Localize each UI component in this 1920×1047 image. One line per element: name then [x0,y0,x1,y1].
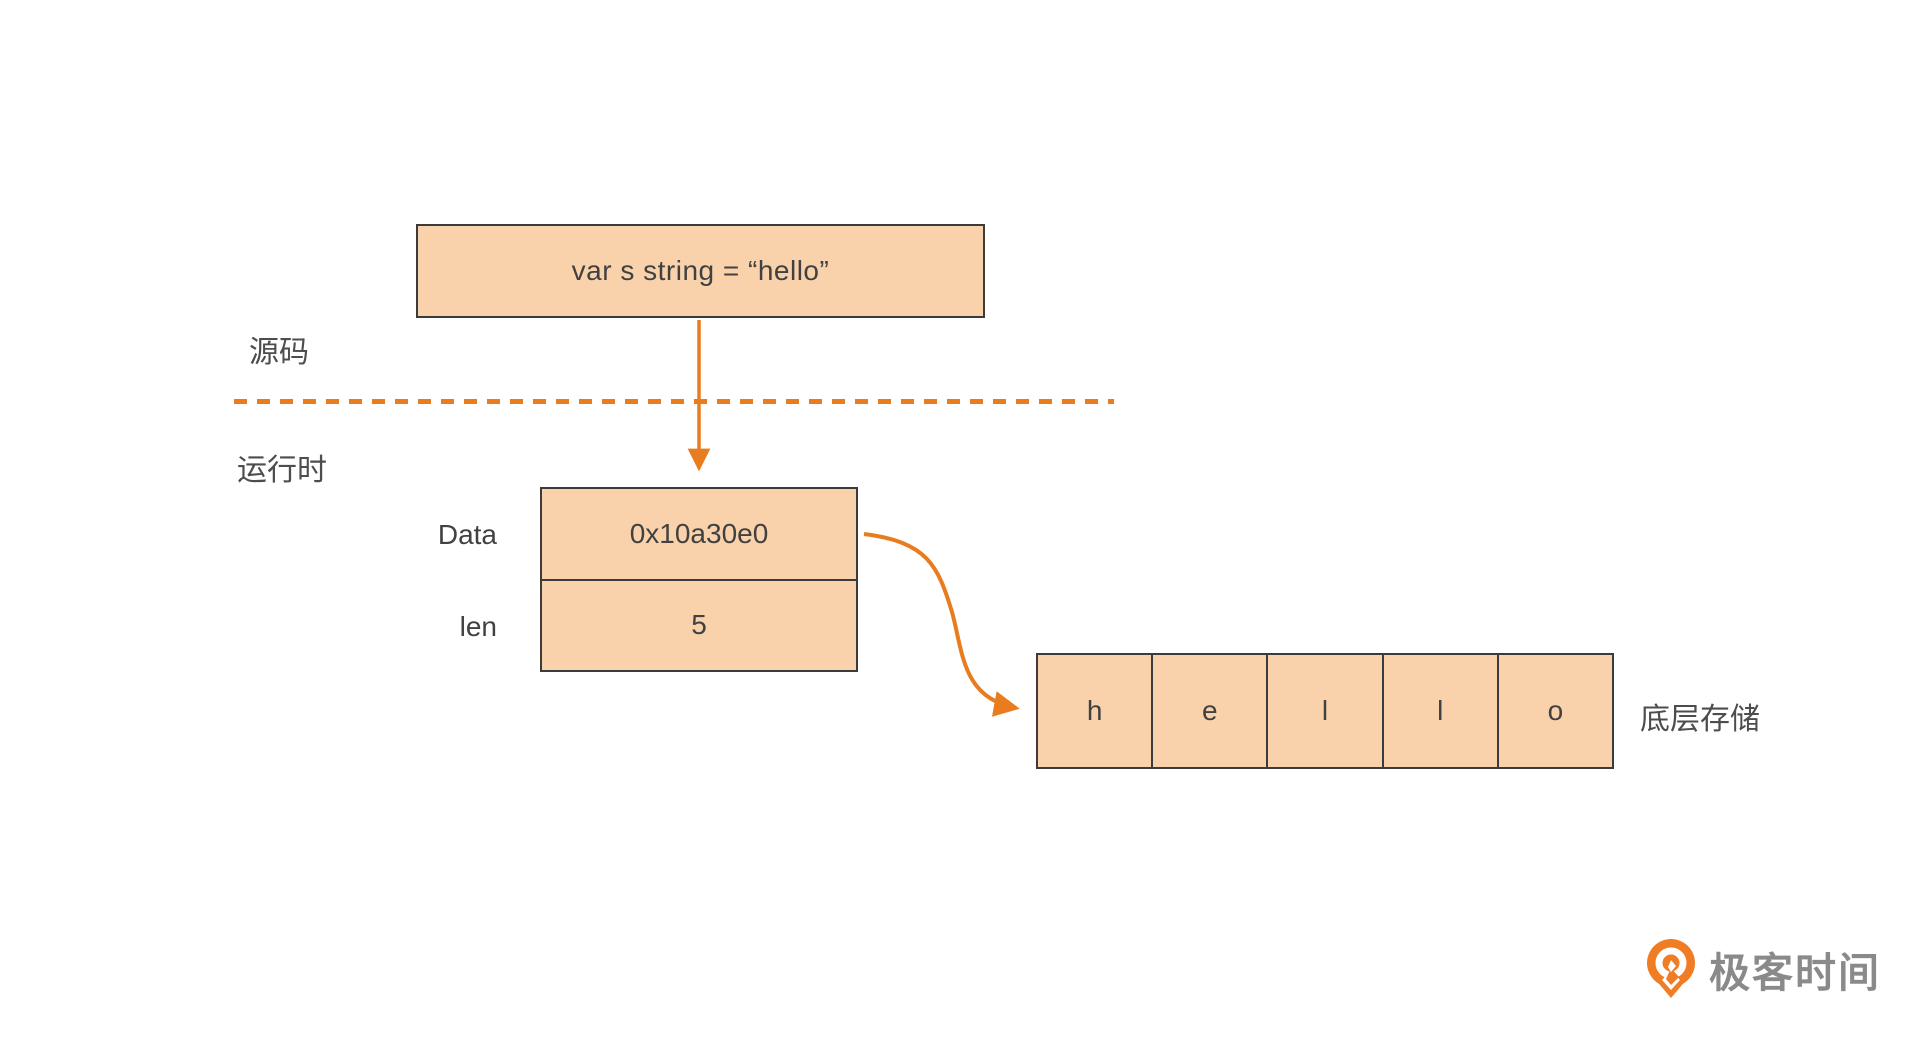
storage-label: 底层存储 [1640,703,1760,736]
byte-cell-3: l [1384,655,1499,767]
zone-label-runtime: 运行时 [237,454,327,487]
struct-value-data: 0x10a30e0 [542,489,856,581]
struct-field-label-data: Data [437,519,497,550]
byte-cell-1: e [1153,655,1269,767]
source-code-box: var s string = “hello” [416,224,985,318]
pointer-arrow-curved [863,532,1020,717]
string-header-struct: 0x10a30e0 5 [540,487,858,672]
byte-cell-4: o [1547,695,1564,726]
brand-logo: 极客时间 [1645,938,1881,1000]
struct-field-label-len: len [459,611,497,642]
byte-cell-0: h [1038,655,1154,767]
divider-dashed-line [234,399,1114,404]
brand-logo-text: 极客时间 [1709,950,1881,996]
byte-array: h e l l o [1036,653,1614,769]
byte-cell-2: l [1268,655,1384,767]
zone-label-source: 源码 [249,336,309,369]
source-code-text: var s string = “hello” [571,255,830,286]
struct-value-len: 5 [691,609,707,641]
geektime-logo-icon [1647,939,1695,998]
